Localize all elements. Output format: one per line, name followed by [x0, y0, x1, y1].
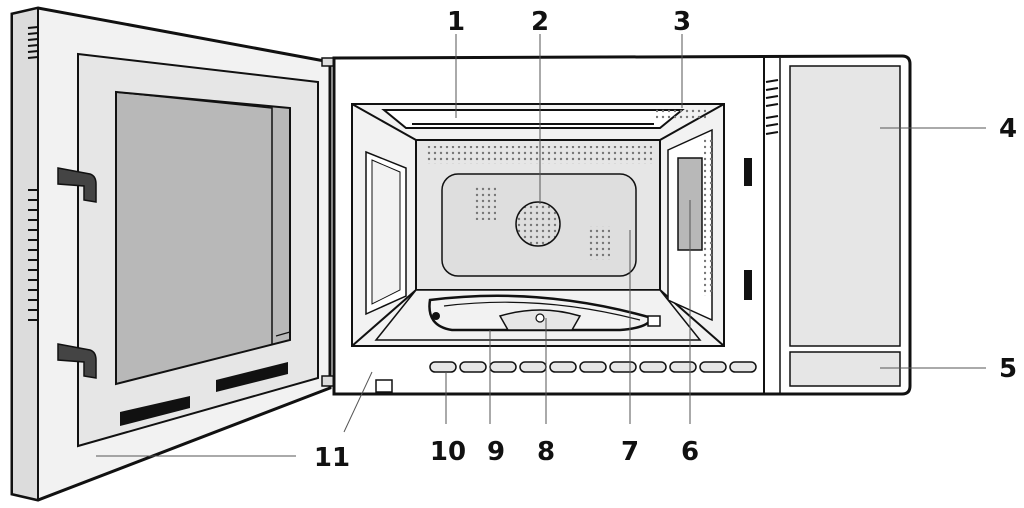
- callout-8: 8: [537, 437, 555, 467]
- door-edge: [11, 6, 39, 502]
- callout-labels: 1 2 3 4 5 6 7 8 9 10 11: [314, 7, 1017, 473]
- door-window: [115, 90, 291, 386]
- callout-1: 1: [447, 7, 465, 37]
- back-wall-vent-row: [426, 146, 652, 164]
- callout-10: 10: [430, 437, 466, 467]
- oven-foot: [375, 379, 393, 393]
- grill-heater: [381, 109, 685, 129]
- oven-door: [10, 6, 353, 502]
- callout-2: 2: [531, 7, 549, 37]
- oven-body: [332, 54, 912, 396]
- door-latch-hook-bottom: [57, 343, 97, 379]
- door-bottom-bar-right: [216, 362, 288, 392]
- front-vent-slots: [429, 361, 757, 373]
- interlock-slot-top: [744, 158, 752, 186]
- callout-7: 7: [621, 437, 639, 467]
- callout-6: 6: [681, 437, 699, 467]
- callout-11: 11: [314, 443, 350, 473]
- leader-lines: [96, 34, 986, 457]
- callout-5: 5: [999, 354, 1017, 384]
- door-small-mark: [275, 331, 291, 337]
- door-window-inner-line: [115, 91, 273, 344]
- lower-control-panel: [789, 351, 901, 387]
- back-wall-vent-right: [588, 226, 610, 260]
- door-vent-slots: [27, 26, 39, 321]
- callout-3: 3: [673, 7, 691, 37]
- right-wall-vent: [704, 136, 714, 296]
- control-panel: [789, 65, 901, 347]
- fan-cover: [515, 201, 561, 247]
- ceiling-vent: [656, 108, 706, 120]
- interlock-slot-bottom: [744, 270, 752, 300]
- control-panel-vent-slots: [765, 79, 779, 135]
- back-wall-vent-left: [474, 186, 496, 220]
- door-latch-hook-top: [57, 167, 97, 203]
- callout-9: 9: [487, 437, 505, 467]
- door-bottom-bar-left: [120, 396, 190, 426]
- callout-4: 4: [999, 114, 1017, 144]
